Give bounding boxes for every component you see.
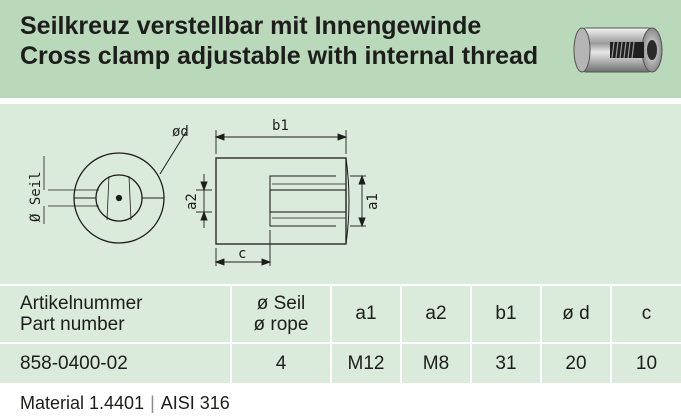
cell-c: 10: [635, 352, 658, 374]
material-note: Material 1.4401|AISI 316: [20, 393, 230, 414]
header-b1: b1: [495, 303, 517, 324]
header-rope-german: ø Seil: [256, 293, 306, 314]
header-part-number: Artikelnummer Part number: [0, 286, 230, 342]
header-c: c: [641, 303, 652, 324]
diameter-d-label: ød: [172, 124, 189, 140]
cell-d: 20: [565, 352, 587, 374]
table-row: 858-0400-02 4 M12 M8 31 20 10: [0, 344, 681, 383]
cell-part-number: 858-0400-02: [20, 352, 128, 374]
table-header-row: Artikelnummer Part number ø Seil ø rope …: [0, 286, 681, 342]
spec-table: Artikelnummer Part number ø Seil ø rope …: [0, 286, 681, 383]
technical-drawing: ød Ø Seil: [28, 118, 381, 266]
footer-divider: |: [150, 393, 155, 413]
c-label: c: [238, 246, 246, 262]
cell-rope: 4: [275, 352, 287, 374]
header-article-english: Part number: [20, 314, 125, 335]
a1-label: a1: [365, 193, 381, 210]
header-a2: a2: [425, 303, 447, 324]
cell-a2: M8: [422, 352, 450, 374]
material-number: Material 1.4401: [20, 393, 145, 413]
a2-label: a2: [184, 193, 200, 210]
title-german: Seilkreuz verstellbar mit Innengewinde: [20, 12, 482, 40]
header-article-german: Artikelnummer: [20, 293, 143, 314]
title-banner: Seilkreuz verstellbar mit Innengewinde C…: [0, 0, 681, 98]
header-rope: ø Seil ø rope: [232, 286, 330, 342]
product-photo: [573, 27, 663, 73]
header-rope-english: ø rope: [253, 314, 309, 335]
technical-drawing-panel: ød Ø Seil: [0, 104, 681, 284]
b1-label: b1: [272, 118, 289, 134]
cell-a1: M12: [347, 352, 385, 374]
column-divider: [330, 286, 332, 383]
side-view: [215, 157, 350, 245]
header-a1: a1: [355, 303, 377, 324]
table-row-divider: [0, 342, 681, 344]
title-english: Cross clamp adjustable with internal thr…: [20, 42, 539, 70]
aisi-grade: AISI 316: [160, 393, 230, 413]
cell-b1: 31: [495, 352, 517, 374]
header-d: ø d: [562, 303, 590, 324]
column-divider: [230, 286, 232, 383]
column-divider: [540, 286, 542, 383]
column-divider: [610, 286, 612, 383]
column-divider: [400, 286, 402, 383]
rope-diameter-label: Ø Seil: [28, 171, 44, 222]
front-view: [43, 131, 187, 244]
column-divider: [470, 286, 472, 383]
